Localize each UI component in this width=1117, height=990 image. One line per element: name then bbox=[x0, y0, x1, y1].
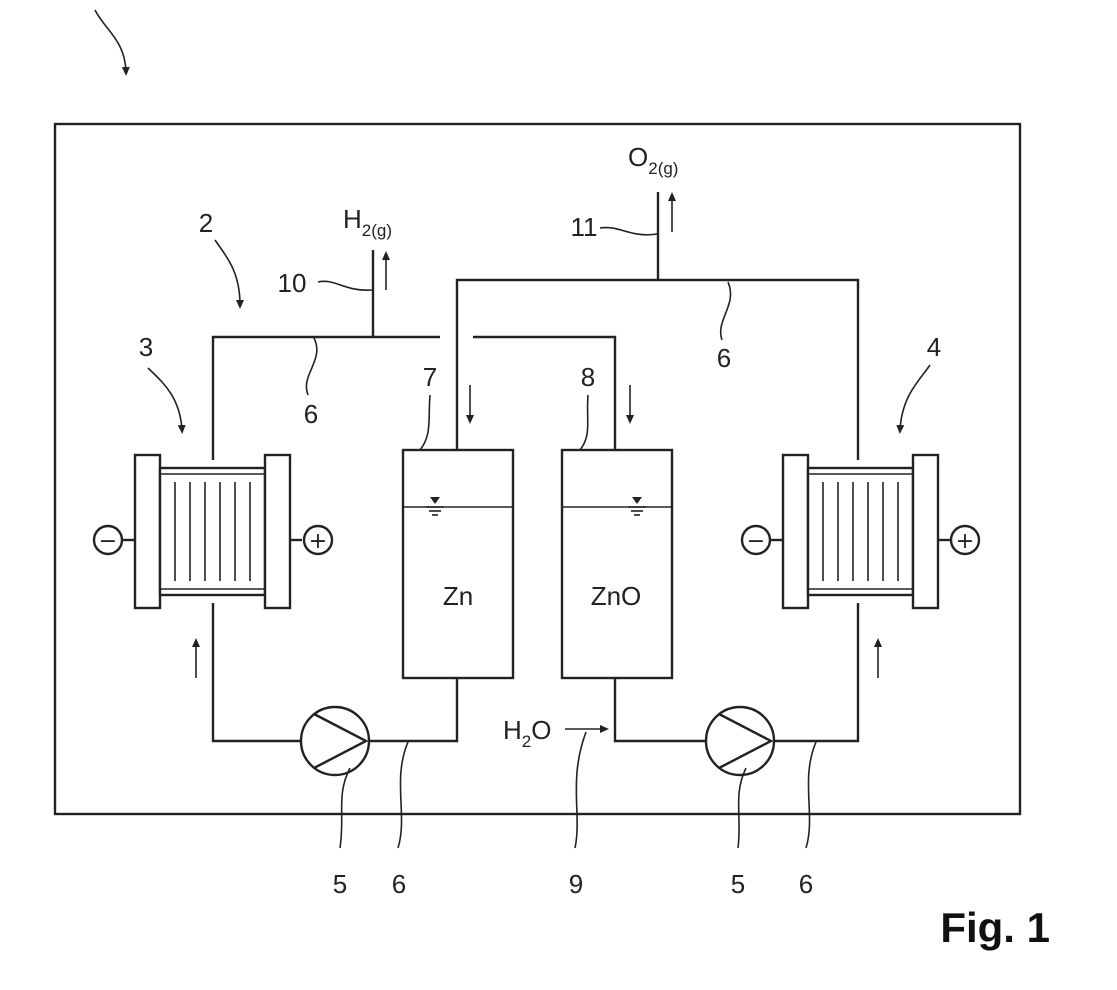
pump-right bbox=[706, 707, 774, 775]
pipe-right-bottom bbox=[775, 603, 858, 741]
water-label: H2O bbox=[503, 715, 551, 751]
pump-left bbox=[301, 707, 369, 775]
water-end: O bbox=[531, 715, 551, 745]
label-9: 9 bbox=[569, 869, 583, 899]
label-5-left: 5 bbox=[333, 869, 347, 899]
label-7: 7 bbox=[423, 362, 437, 392]
minus-sign-right: − bbox=[747, 529, 765, 554]
leader-3 bbox=[148, 368, 182, 430]
cell-stack-left bbox=[123, 455, 302, 608]
leader-10 bbox=[318, 281, 372, 290]
label-6-top-right: 6 bbox=[717, 343, 731, 373]
label-4: 4 bbox=[927, 332, 941, 362]
leader-6-top-right bbox=[721, 282, 731, 340]
pipe-left-return bbox=[473, 337, 615, 450]
leader-4 bbox=[900, 365, 930, 430]
pipe-left-bottom bbox=[213, 603, 300, 741]
leader-6-bottom-left bbox=[398, 742, 408, 848]
h2-gas-label: H2(g) bbox=[343, 204, 392, 240]
plus-sign-right: + bbox=[956, 529, 974, 554]
label-10: 10 bbox=[278, 268, 307, 298]
plus-sign-left: + bbox=[309, 529, 327, 554]
leader-9 bbox=[575, 732, 586, 848]
o2-gas-main: O bbox=[628, 142, 648, 172]
label-6-bottom-right: 6 bbox=[799, 869, 813, 899]
leader-11 bbox=[600, 228, 657, 235]
leader-6-bottom-right bbox=[806, 742, 816, 848]
device-leader-arrow bbox=[95, 10, 126, 72]
tank-zn bbox=[403, 450, 513, 678]
label-2: 2 bbox=[199, 208, 213, 238]
leader-6-top-left bbox=[306, 338, 316, 395]
figure-caption: Fig. 1 bbox=[940, 904, 1050, 951]
leader-2 bbox=[215, 240, 240, 305]
cell-stack-right bbox=[771, 455, 950, 608]
label-11: 11 bbox=[571, 212, 598, 242]
pipe-left-top bbox=[213, 337, 440, 460]
label-5-right: 5 bbox=[731, 869, 745, 899]
pipe-zn-bottom bbox=[370, 678, 457, 741]
leader-5-left bbox=[340, 768, 350, 848]
minus-sign-left: − bbox=[99, 529, 117, 554]
label-6-top-left: 6 bbox=[304, 399, 318, 429]
h2-gas-sub: 2(g) bbox=[362, 221, 392, 240]
tank-zn-label: Zn bbox=[443, 581, 473, 611]
pipe-zno-bottom bbox=[615, 678, 705, 741]
leader-5-right bbox=[738, 768, 746, 848]
h2-gas-main: H bbox=[343, 204, 362, 234]
water-main: H bbox=[503, 715, 522, 745]
label-3: 3 bbox=[139, 332, 153, 362]
tank-zno bbox=[562, 450, 672, 678]
label-8: 8 bbox=[581, 362, 595, 392]
leader-7 bbox=[420, 395, 430, 450]
water-sub: 2 bbox=[522, 732, 531, 751]
o2-gas-sub: 2(g) bbox=[648, 159, 678, 178]
tank-zno-label: ZnO bbox=[591, 581, 642, 611]
leader-8 bbox=[580, 395, 588, 450]
pipe-right-top bbox=[457, 280, 858, 460]
o2-gas-label: O2(g) bbox=[628, 142, 678, 178]
label-6-bottom-left: 6 bbox=[392, 869, 406, 899]
